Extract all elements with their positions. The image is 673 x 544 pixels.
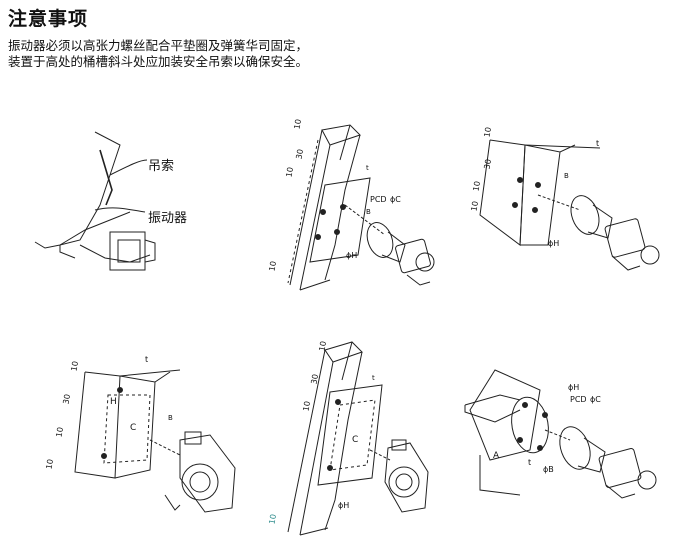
- fig2-dim-4: 10: [268, 260, 279, 272]
- fig2-t: t: [366, 164, 369, 172]
- fig2-b: B: [366, 208, 371, 216]
- fig5-c: C: [352, 435, 358, 445]
- fig6-phi-c: ϕC: [590, 395, 601, 404]
- fig4-t: t: [145, 355, 148, 364]
- fig6-pcd: PCD: [570, 395, 587, 404]
- fig4-dim-4: 10: [45, 458, 56, 470]
- rope-label: 吊索: [148, 159, 174, 174]
- page-title: 注意事项: [8, 8, 89, 30]
- fig6-phi-b: ϕB: [543, 465, 554, 474]
- fig5-t: t: [372, 374, 375, 382]
- note-line-2: 装置于高处的桶槽斜斗处应加装安全吊索以确保安全。: [8, 54, 309, 69]
- fig2-dim-3: 10: [285, 166, 296, 178]
- vibrator-label: 振动器: [148, 211, 187, 226]
- fig3-dim-2: 30: [483, 158, 494, 170]
- fig3-b: B: [564, 172, 569, 180]
- fig4-dim-2: 30: [62, 393, 73, 405]
- fig3-dim-4: 10: [470, 200, 481, 212]
- fig2-phi-h: ϕH: [346, 251, 357, 260]
- fig4-c: C: [130, 423, 136, 433]
- fig4-b: B: [168, 414, 173, 422]
- figure-channel-round: [287, 124, 435, 291]
- fig4-dim-1: 10: [70, 360, 81, 372]
- fig2-phi-c: ϕC: [390, 195, 401, 204]
- fig6-t: t: [528, 458, 531, 467]
- fig3-dim-1: 10: [483, 126, 494, 138]
- figure-safety-rope: [34, 131, 156, 271]
- fig6-phi-h: ϕH: [568, 383, 579, 392]
- fig4-h: H: [110, 397, 117, 407]
- note-line-1: 振动器必须以高张力螺丝配合平垫圈及弹簧华司固定，: [8, 38, 309, 53]
- figure-channel-square: [287, 341, 429, 536]
- fig2-dim-2: 30: [295, 148, 306, 160]
- fig3-phi-h: ϕH: [548, 239, 559, 248]
- fig6-a: A: [493, 451, 500, 461]
- fig5-dim-2: 30: [310, 373, 321, 385]
- fig5-dim-4: 10: [268, 513, 279, 525]
- fig3-dim-3: 10: [472, 180, 483, 192]
- fig3-t: t: [596, 139, 599, 148]
- figure-angle-round: [479, 139, 660, 271]
- fig5-dim-3: 10: [302, 400, 313, 412]
- fig5-dim-1: 10: [318, 340, 329, 352]
- fig4-dim-3: 10: [55, 426, 66, 438]
- figure-angle-square: [74, 369, 236, 513]
- fig5-phi-h: ϕH: [338, 501, 349, 510]
- fig2-pcd: PCD: [370, 195, 387, 204]
- fig2-dim-1: 10: [293, 118, 304, 130]
- figure-flange-round: [464, 369, 657, 499]
